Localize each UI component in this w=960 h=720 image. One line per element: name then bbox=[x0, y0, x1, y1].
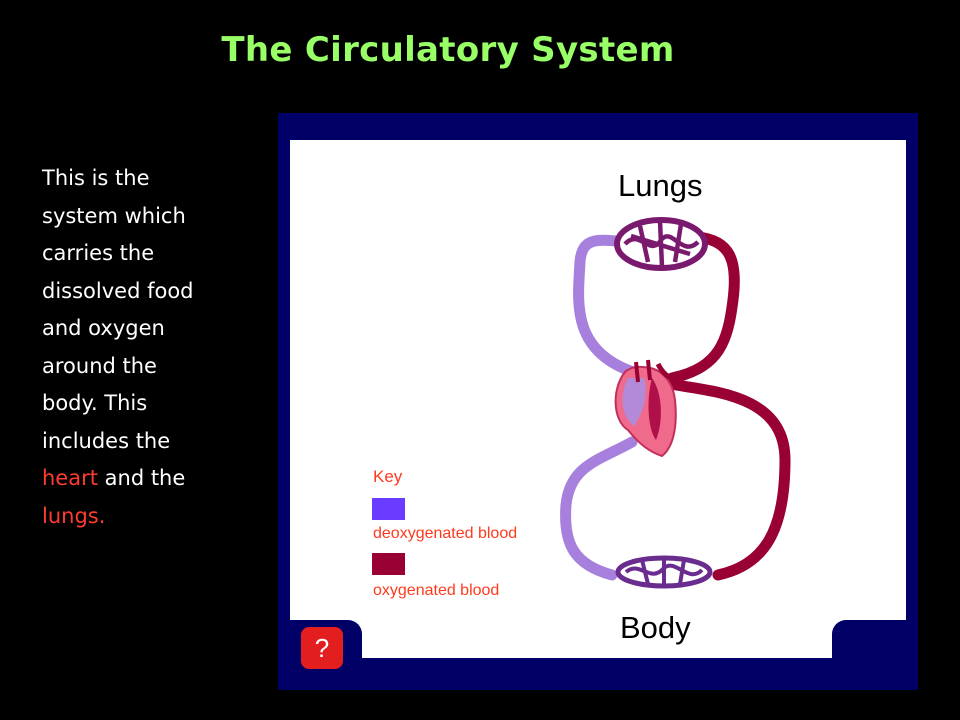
text-line: body. This bbox=[42, 391, 148, 415]
oxygenated-swatch bbox=[372, 553, 405, 575]
body-capillary-bed bbox=[615, 555, 713, 589]
text-line: system which bbox=[42, 203, 186, 228]
text-line: around the bbox=[42, 353, 157, 378]
deoxygenated-label: deoxygenated blood bbox=[373, 525, 518, 542]
pulmonary-vein bbox=[666, 231, 740, 384]
deoxygenated-swatch bbox=[372, 498, 405, 520]
pulmonary-artery bbox=[573, 234, 639, 378]
text-fragment: and the bbox=[97, 466, 186, 490]
help-button[interactable]: ? bbox=[301, 627, 343, 669]
page-title: The Circulatory System bbox=[221, 30, 675, 70]
text-line: heart and the bbox=[42, 460, 252, 498]
vena-cava bbox=[560, 436, 638, 581]
oxygenated-label: oxygenated blood bbox=[373, 582, 500, 599]
key-title: Key bbox=[373, 467, 403, 486]
text-line: and oxygen bbox=[42, 316, 165, 340]
heart-highlight: heart bbox=[42, 466, 98, 490]
text-line: This is the bbox=[42, 166, 150, 190]
text-line: carries the bbox=[42, 241, 155, 265]
text-line: dissolved food bbox=[42, 278, 194, 303]
lungs-label: Lungs bbox=[618, 168, 703, 203]
body-label: Body bbox=[620, 610, 691, 645]
description-text: This is the system which carries the dis… bbox=[42, 160, 252, 535]
heart-icon bbox=[614, 359, 677, 458]
lungs-capillary-bed bbox=[614, 217, 708, 271]
text-line: lungs. bbox=[42, 498, 252, 536]
sheet-notch-right bbox=[832, 620, 908, 660]
lungs-highlight: lungs. bbox=[42, 503, 106, 528]
aorta bbox=[670, 379, 791, 581]
text-line: includes the bbox=[42, 428, 171, 453]
